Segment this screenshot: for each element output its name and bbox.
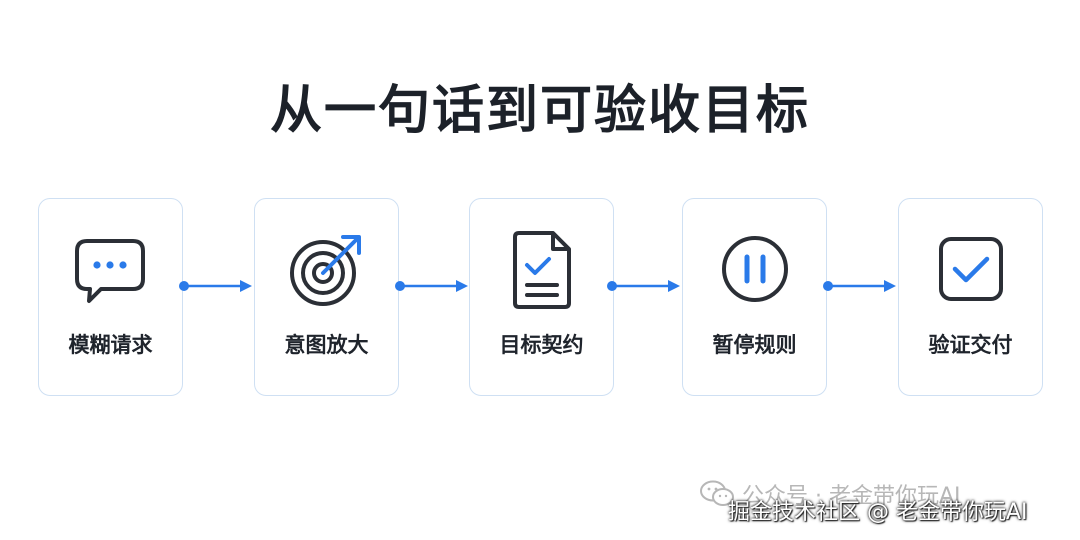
pause-circle-icon xyxy=(683,229,826,309)
document-check-icon xyxy=(470,229,613,309)
watermark-text-1: 公众号 · 老金带你玩AI xyxy=(742,484,961,509)
step-card-5: 验证交付 xyxy=(898,198,1043,396)
step-label: 暂停规则 xyxy=(712,333,797,357)
step-card-4: 暂停规则 xyxy=(682,198,827,396)
step-label: 验证交付 xyxy=(928,333,1013,357)
step-card-3: 目标契约 xyxy=(469,198,614,396)
connector-arrow-1 xyxy=(179,280,252,292)
chat-bubble-icon xyxy=(39,229,182,309)
step-label: 意图放大 xyxy=(284,333,369,357)
checkbox-icon xyxy=(899,229,1042,309)
connector-arrow-2 xyxy=(395,280,468,292)
diagram-title: 从一句话到可验收目标 xyxy=(269,81,810,141)
step-card-2: 意图放大 xyxy=(254,198,399,396)
watermark-text-2: 掘金技术社区 @ 老金带你玩AI xyxy=(728,500,1028,525)
connector-arrow-3 xyxy=(607,280,680,292)
target-arrow-icon xyxy=(255,229,398,309)
wechat-watermark: 公众号 · 老金带你玩AI xyxy=(700,478,961,510)
wechat-icon xyxy=(700,480,734,506)
connector-arrow-4 xyxy=(823,280,896,292)
step-label: 模糊请求 xyxy=(68,333,153,357)
step-card-1: 模糊请求 xyxy=(38,198,183,396)
step-label: 目标契约 xyxy=(499,333,584,357)
